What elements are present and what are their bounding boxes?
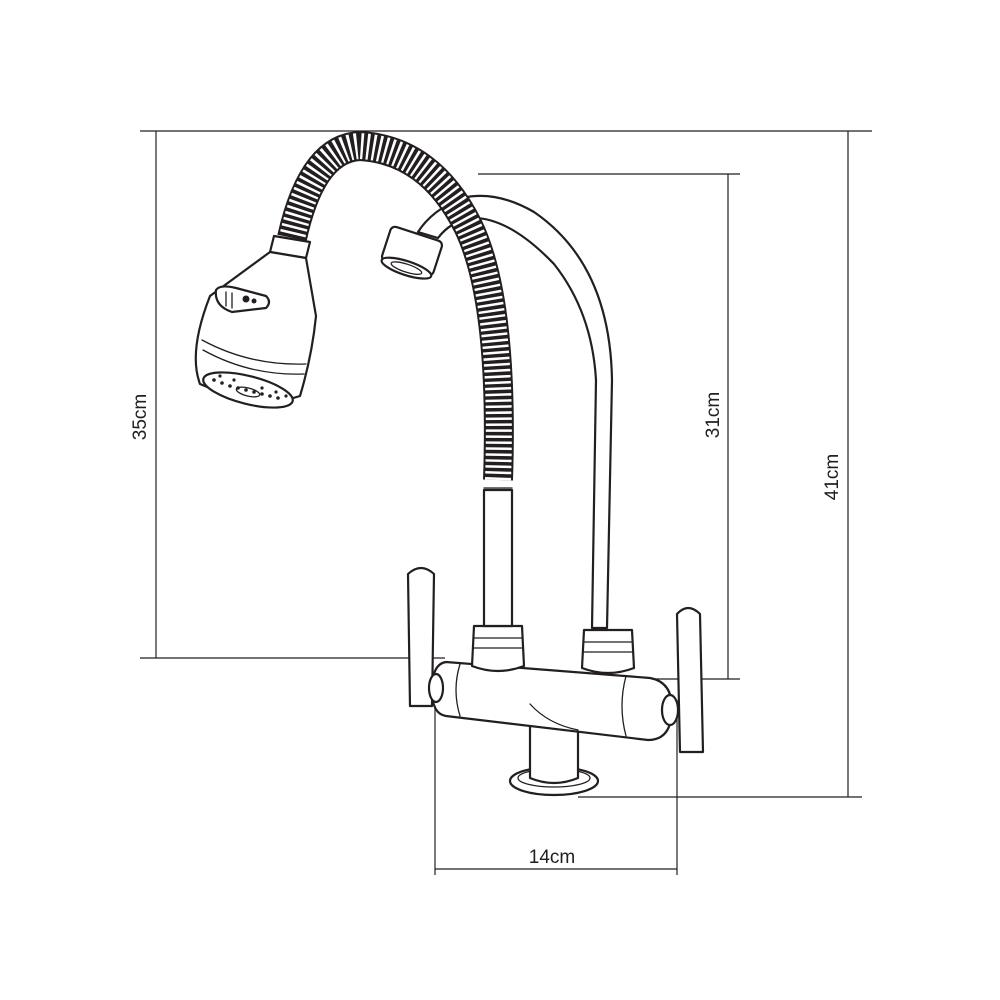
label-31cm: 31cm bbox=[703, 392, 724, 438]
valve-body-groove-right bbox=[621, 675, 627, 737]
flexible-hose bbox=[277, 130, 514, 481]
spray-mode-button bbox=[214, 285, 271, 314]
fixed-spout-aerator bbox=[380, 225, 444, 280]
hose-lower-tube bbox=[482, 488, 514, 628]
right-lever-handle bbox=[675, 606, 705, 754]
spray-nozzle-dots bbox=[212, 374, 288, 400]
flexible-hose-coils bbox=[279, 132, 512, 481]
label-14cm: 14cm bbox=[529, 847, 575, 868]
label-35cm: 35cm bbox=[130, 394, 151, 440]
left-end-cap bbox=[427, 672, 445, 704]
valve-body-groove-left bbox=[455, 663, 461, 717]
spray-head-band-2 bbox=[202, 349, 305, 375]
label-41cm: 41cm bbox=[822, 454, 843, 500]
valve-body bbox=[430, 660, 674, 742]
spray-center-outlet bbox=[235, 386, 261, 398]
fixed-spout-tube bbox=[416, 194, 614, 630]
right-end-cap bbox=[660, 693, 680, 727]
spray-head-band bbox=[201, 339, 307, 365]
faucet-illustration bbox=[194, 130, 705, 797]
valve-body-center-line bbox=[529, 703, 579, 731]
spray-face bbox=[202, 371, 294, 409]
